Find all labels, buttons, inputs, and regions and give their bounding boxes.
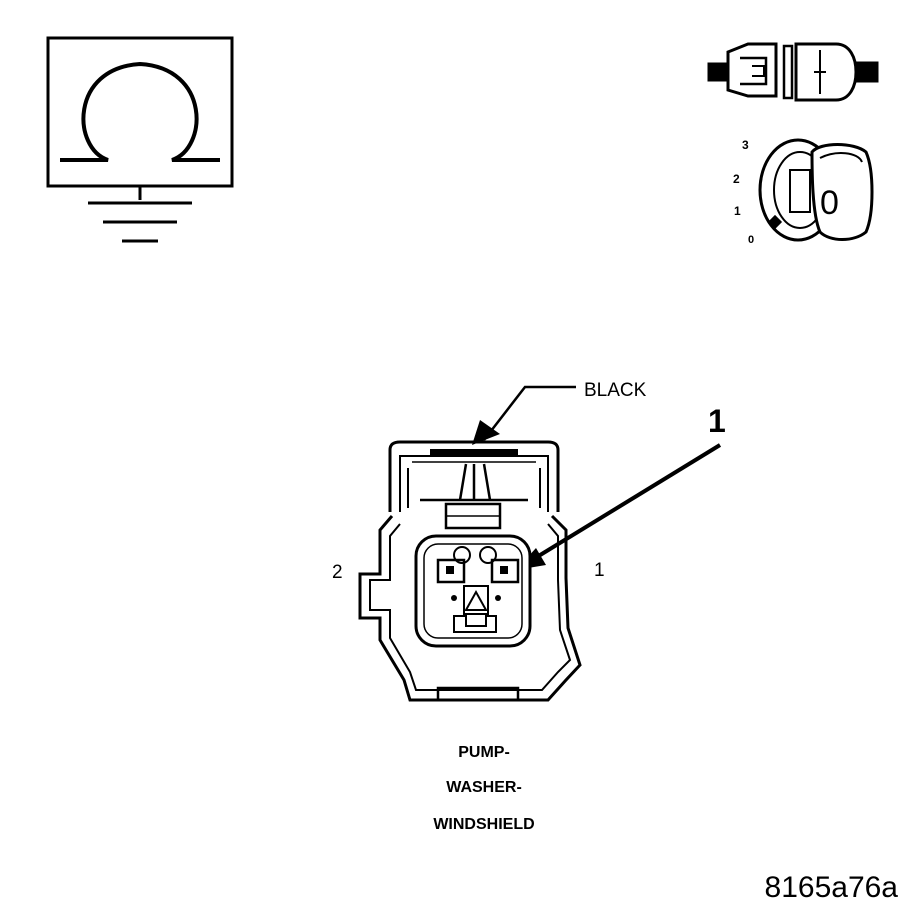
terminal-callout-number: 1: [708, 403, 726, 439]
connector-face: [358, 440, 582, 702]
terminal-callout-leader: [516, 443, 722, 570]
ignition-position-0: 0: [748, 234, 754, 246]
figure-id: 8165a76a: [765, 871, 899, 904]
disconnect-connector-icon: [707, 42, 879, 102]
component-name-line-3: WINDSHIELD: [433, 816, 534, 833]
black-color-leader: [472, 385, 576, 445]
connector-color-label: BLACK: [584, 380, 647, 401]
cavity-label-left: 2: [332, 562, 343, 583]
ohmmeter-ground-icon: [46, 36, 234, 243]
ignition-position-3: 3: [742, 138, 749, 152]
ignition-switch-key-icon: 3 2 1 0 0: [733, 138, 874, 246]
ignition-position-2: 2: [733, 172, 740, 186]
ignition-key-label: 0: [820, 184, 839, 222]
component-name-line-2: WASHER-: [446, 779, 522, 796]
cavity-label-right: 1: [594, 560, 605, 581]
ignition-position-1: 1: [734, 204, 741, 218]
component-name-line-1: PUMP-: [458, 744, 510, 761]
